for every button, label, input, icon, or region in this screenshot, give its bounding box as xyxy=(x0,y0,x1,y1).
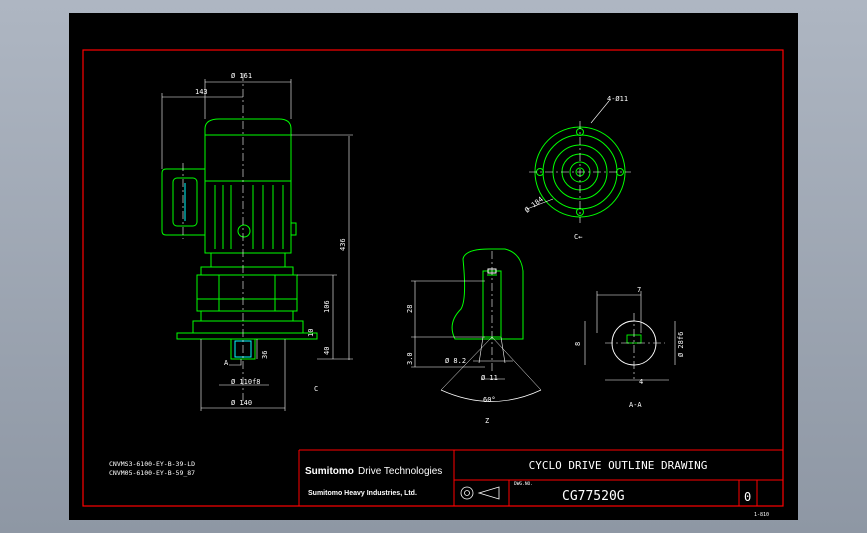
dim-28: 28 xyxy=(406,305,414,313)
mount-flange xyxy=(176,332,318,340)
view-c-label: C← xyxy=(574,233,582,241)
pcd-leader xyxy=(526,198,554,210)
projection-cone xyxy=(477,486,500,500)
section-aa-dims xyxy=(584,291,676,381)
terminal-box xyxy=(161,168,206,236)
drawing-title: CYCLO DRIVE OUTLINE DRAWING xyxy=(529,459,708,472)
holes-leader xyxy=(590,100,610,124)
logo-main: Sumitomo xyxy=(305,466,354,477)
company-name: Sumitomo Heavy Industries, Ltd. xyxy=(308,490,417,497)
dim-140: Ø 140 xyxy=(231,399,252,407)
angle-leg-left xyxy=(440,336,493,391)
view-c-centerlines xyxy=(529,121,631,223)
dim-184: Ø 184 xyxy=(523,195,545,214)
output-flange xyxy=(192,320,304,334)
logo: Sumitomo Drive Technologies Sumitomo Hea… xyxy=(305,466,442,497)
taper-right xyxy=(500,336,506,364)
dim-4: 4 xyxy=(639,378,643,386)
view-z-dims xyxy=(411,280,513,380)
dim-28f6: Ø 28f6 xyxy=(677,332,685,357)
reducer-top-ring xyxy=(200,266,294,276)
drawing-canvas[interactable]: Ø 161 143 436 106 40 10 36 Ø 110f8 Ø 140… xyxy=(69,13,798,520)
motor-body xyxy=(204,180,292,254)
drawing-number: CG77520G xyxy=(562,489,625,504)
taper-left xyxy=(478,336,484,364)
dim-8: 8 xyxy=(574,342,582,346)
projection-inner xyxy=(464,490,470,496)
dim-161: Ø 161 xyxy=(231,72,252,80)
dim-10: 10 xyxy=(307,329,315,337)
dim-436: 436 xyxy=(339,238,347,251)
section-aa-texts: 7 8 4 Ø 28f6 A-A xyxy=(574,286,685,409)
revision: 0 xyxy=(744,490,751,504)
angle-arc xyxy=(440,389,542,402)
section-arrow-a xyxy=(229,359,242,366)
shaft-boss-outline xyxy=(451,248,524,340)
dim-holes: 4-Ø11 xyxy=(607,95,628,103)
model-code-1: CNVMS3-6100-EY-B-39-LD xyxy=(109,460,195,468)
motor-bolt xyxy=(237,224,251,238)
terminal-box-lid xyxy=(172,177,198,227)
view-z-texts: 28 3.0 Ø 8.2 Ø 11 60° Z xyxy=(406,305,498,425)
dim-40: 40 xyxy=(323,347,331,355)
output-shaft xyxy=(230,338,256,360)
dim-110: Ø 110f8 xyxy=(231,378,261,386)
model-code-2: CNVM05-6100-EY-B-59_87 xyxy=(109,469,195,477)
section-label: A-A xyxy=(629,401,642,409)
dim-11: Ø 11 xyxy=(481,374,498,382)
cad-drawing: Ø 161 143 436 106 40 10 36 Ø 110f8 Ø 140… xyxy=(82,49,784,518)
projection-symbol xyxy=(460,486,500,500)
angle-leg-right xyxy=(491,336,542,391)
label-c: C xyxy=(314,385,318,393)
drawing-border xyxy=(82,49,784,507)
model-codes: CNVMS3-6100-EY-B-39-LD CNVM05-6100-EY-B-… xyxy=(109,460,195,477)
front-dims xyxy=(161,79,353,411)
dwg-no-label: DWG.NO. xyxy=(514,481,533,487)
title-block xyxy=(298,449,783,506)
projection-circle xyxy=(460,486,474,500)
dim-143: 143 xyxy=(195,88,208,96)
output-flange-upper xyxy=(200,310,294,322)
section-aa-centerlines xyxy=(605,313,665,379)
front-view xyxy=(161,118,318,360)
dim-36: 36 xyxy=(261,351,269,359)
label-a: A xyxy=(224,359,229,367)
joint-flange xyxy=(210,252,286,268)
view-z-label: Z xyxy=(485,417,489,425)
front-centerlines xyxy=(182,73,244,405)
dim-8-2: Ø 8.2 xyxy=(445,357,466,365)
front-dim-texts: Ø 161 143 436 106 40 10 36 Ø 110f8 Ø 140… xyxy=(195,72,347,407)
logo-sub: Drive Technologies xyxy=(358,466,442,477)
dim-7: 7 xyxy=(637,286,641,294)
view-c-texts: 4-Ø11 Ø 184 C← xyxy=(523,95,628,241)
scale-note: 1-810 xyxy=(754,512,769,518)
side-lug xyxy=(290,222,297,236)
dim-60: 60° xyxy=(483,396,496,404)
dim-106: 106 xyxy=(323,300,331,313)
motor-cap xyxy=(204,118,292,182)
dim-3-0: 3.0 xyxy=(406,352,414,365)
reducer-body xyxy=(196,274,298,312)
